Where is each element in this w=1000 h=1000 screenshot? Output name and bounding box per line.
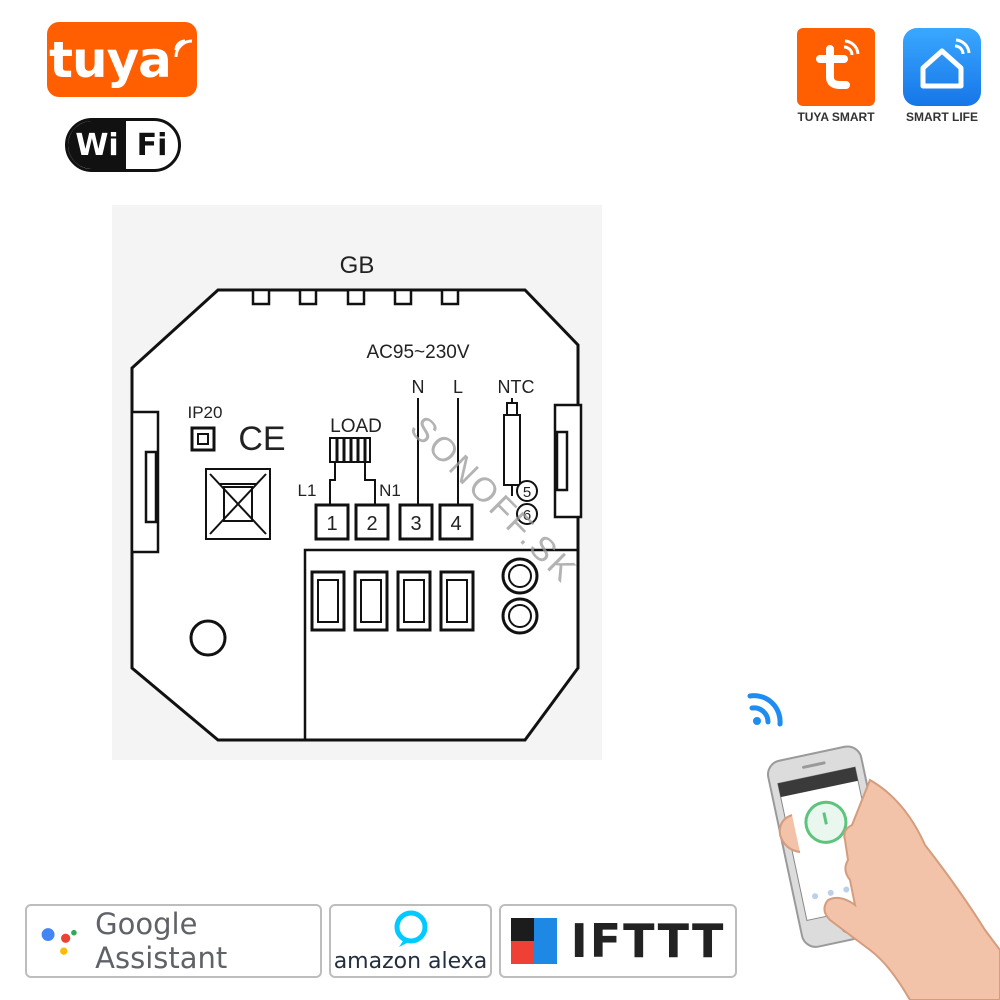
amazon-alexa-badge: amazon alexa bbox=[329, 904, 492, 978]
n-label: N bbox=[412, 377, 425, 397]
svg-text:3: 3 bbox=[410, 513, 421, 535]
google-assistant-badge: Google Assistant bbox=[25, 904, 322, 978]
smart-life-label: SMART LIFE bbox=[906, 110, 978, 124]
google-assistant-text: Google Assistant bbox=[95, 907, 228, 975]
wifi-signal-icon bbox=[747, 693, 783, 727]
terminal-6: 6 bbox=[516, 503, 538, 525]
tuya-smart-label: TUYA SMART bbox=[797, 110, 875, 124]
smart-life-app-icon bbox=[903, 28, 981, 106]
svg-text:2: 2 bbox=[366, 513, 377, 535]
terminal-5: 5 bbox=[516, 480, 538, 502]
right-clip bbox=[553, 403, 583, 519]
ifttt-badge: IFTTT bbox=[499, 904, 737, 978]
weee-bin-icon bbox=[205, 468, 271, 540]
svg-text:5: 5 bbox=[523, 484, 531, 501]
terminal-2: 2 bbox=[354, 503, 390, 541]
home-icon bbox=[920, 38, 971, 89]
l-label: L bbox=[453, 377, 463, 397]
voltage-label: AC95~230V bbox=[367, 342, 470, 363]
ntc-probe bbox=[503, 402, 521, 496]
mounting-hole bbox=[189, 619, 227, 657]
terminal-1: 1 bbox=[314, 503, 350, 541]
wifi-arcs-icon bbox=[174, 39, 193, 57]
google-assistant-icon bbox=[41, 928, 77, 955]
svg-text:6: 6 bbox=[523, 507, 531, 524]
ifttt-text: IFTTT bbox=[570, 914, 726, 968]
screw-blocks bbox=[310, 570, 475, 632]
terminal-4: 4 bbox=[438, 503, 474, 541]
load-label: LOAD bbox=[330, 416, 382, 437]
tuya-logo-text: tuya bbox=[49, 30, 172, 89]
wifi-badge: Wi Fi bbox=[65, 118, 181, 172]
n1-label: N1 bbox=[379, 481, 401, 500]
amazon-alexa-text: amazon alexa bbox=[333, 948, 488, 974]
top-tabs bbox=[251, 288, 460, 306]
l1-label: L1 bbox=[298, 481, 317, 500]
gb-label: GB bbox=[340, 252, 375, 279]
wifi-badge-right: Fi bbox=[136, 127, 168, 163]
tuya-t-icon bbox=[816, 39, 860, 89]
ce-mark: CE bbox=[238, 420, 285, 458]
tuya-smart-app-icon bbox=[797, 28, 875, 106]
ip20-label: IP20 bbox=[188, 403, 223, 422]
probe-sockets bbox=[501, 557, 539, 635]
ntc-label: NTC bbox=[498, 377, 535, 397]
ifttt-icon bbox=[510, 918, 557, 964]
terminal-3: 3 bbox=[398, 503, 434, 541]
phone-in-hand-illustration bbox=[747, 693, 1000, 1000]
load-coil bbox=[329, 437, 371, 463]
svg-text:4: 4 bbox=[450, 513, 461, 535]
wires bbox=[329, 398, 513, 505]
wifi-badge-left: Wi bbox=[68, 121, 126, 169]
alexa-ring-icon bbox=[394, 910, 427, 947]
hand bbox=[823, 778, 1000, 1000]
left-clip bbox=[130, 410, 160, 554]
svg-text:1: 1 bbox=[326, 513, 337, 535]
tuya-logo: tuya bbox=[47, 22, 197, 97]
lower-housing-outline bbox=[303, 548, 578, 740]
